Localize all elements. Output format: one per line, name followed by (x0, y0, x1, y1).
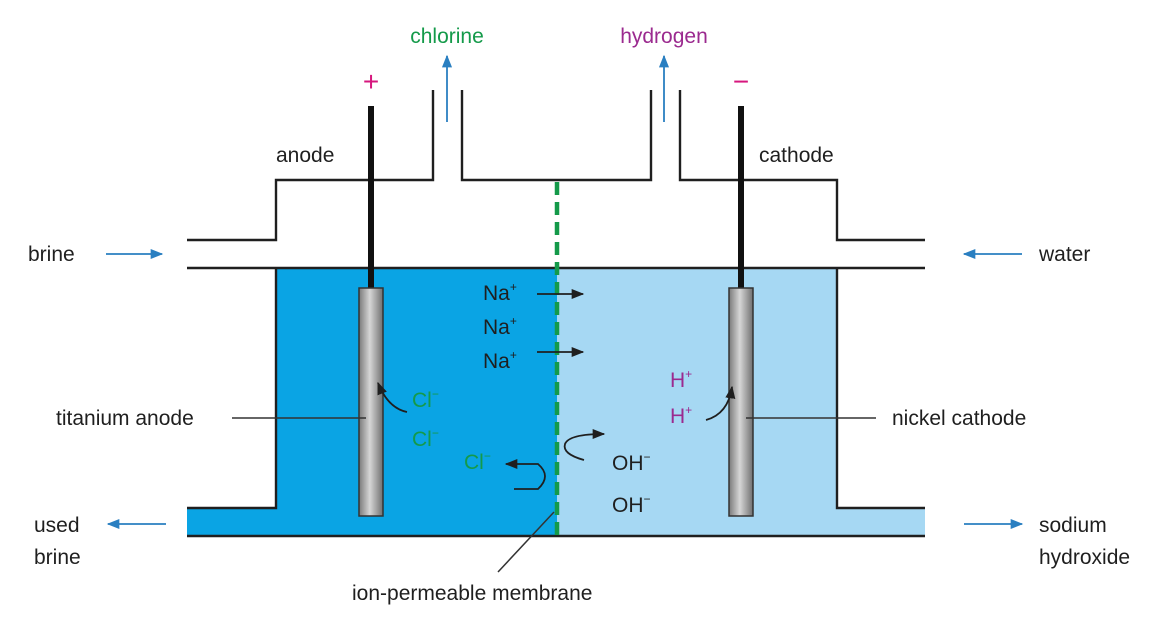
curved-arrow-icon (377, 381, 408, 413)
used-brine-label-line2: brine (34, 546, 81, 569)
used-brine-outlet-channel (187, 508, 278, 536)
chlorine-label: chlorine (410, 25, 484, 48)
titanium-anode-electrode (358, 287, 384, 517)
membrane-label: ion-permeable membrane (352, 582, 592, 605)
hydrogen-label: hydrogen (620, 25, 708, 48)
nickel-cathode-label: nickel cathode (892, 407, 1026, 430)
positive-terminal-label: + (363, 66, 379, 97)
cl-ion-1: Cl− (412, 387, 439, 412)
oh-ion-1: OH− (612, 450, 651, 475)
sodium-hydroxide-label-line1: sodium (1039, 514, 1107, 537)
na-ion-3: Na+ (483, 348, 517, 373)
cathode-compartment-solution (557, 268, 837, 536)
curved-arrow-icon (705, 385, 736, 421)
na-ion-1: Na+ (483, 280, 517, 305)
anode-compartment-solution (276, 268, 557, 536)
oh-ion-2: OH− (612, 492, 651, 517)
curved-arrow-icon (504, 458, 546, 490)
na-ion-2: Na+ (483, 314, 517, 339)
used-brine-label-line1: used (34, 514, 80, 537)
water-in-label: water (1038, 243, 1090, 266)
cl-ion-3: Cl− (464, 449, 491, 474)
nickel-cathode-electrode (728, 287, 754, 517)
membrane-leader (497, 511, 555, 573)
negative-terminal-label: − (733, 66, 749, 97)
brine-in-label: brine (28, 243, 75, 266)
titanium-anode-label: titanium anode (56, 407, 194, 430)
h-ion-2: H+ (670, 403, 692, 428)
anode-label: anode (276, 144, 334, 167)
sodium-hydroxide-label-line2: hydroxide (1039, 546, 1130, 569)
h-ion-1: H+ (670, 367, 692, 392)
sodium-hydroxide-outlet-channel (835, 508, 925, 536)
cl-ion-2: Cl− (412, 426, 439, 451)
cathode-label: cathode (759, 144, 834, 167)
curved-arrow-icon (563, 428, 606, 461)
